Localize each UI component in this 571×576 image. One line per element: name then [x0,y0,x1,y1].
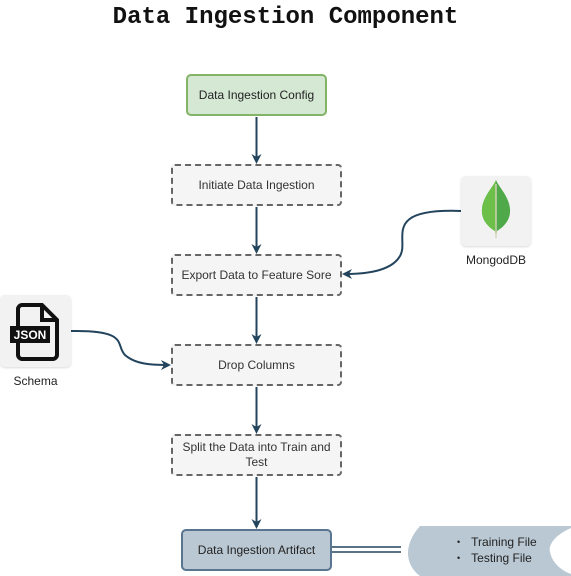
schema-label: Schema [13,374,58,388]
node-data-ingestion-artifact: Data Ingestion Artifact [181,529,332,571]
mongodb-label: MongodDB [465,253,527,267]
output-file-item: Testing File [457,551,537,567]
arrow-schema-to-drop [70,329,171,370]
artifact-to-output-link [332,546,401,553]
output-files-list: Training File Testing File [457,535,537,567]
svg-text:JSON: JSON [14,328,47,342]
mongodb-icon [461,176,531,246]
node-export-data: Export Data to Feature Sore [171,254,342,296]
json-file-icon: JSON [0,295,71,367]
output-file-item: Training File [457,535,537,551]
node-split-data: Split the Data into Train and Test [171,434,342,476]
node-data-ingestion-config: Data Ingestion Config [186,74,327,116]
node-drop-columns: Drop Columns [171,344,342,386]
arrow-mongo-to-export [342,209,462,279]
diagram-title: Data Ingestion Component [112,4,459,31]
node-initiate-data-ingestion: Initiate Data Ingestion [171,164,342,206]
